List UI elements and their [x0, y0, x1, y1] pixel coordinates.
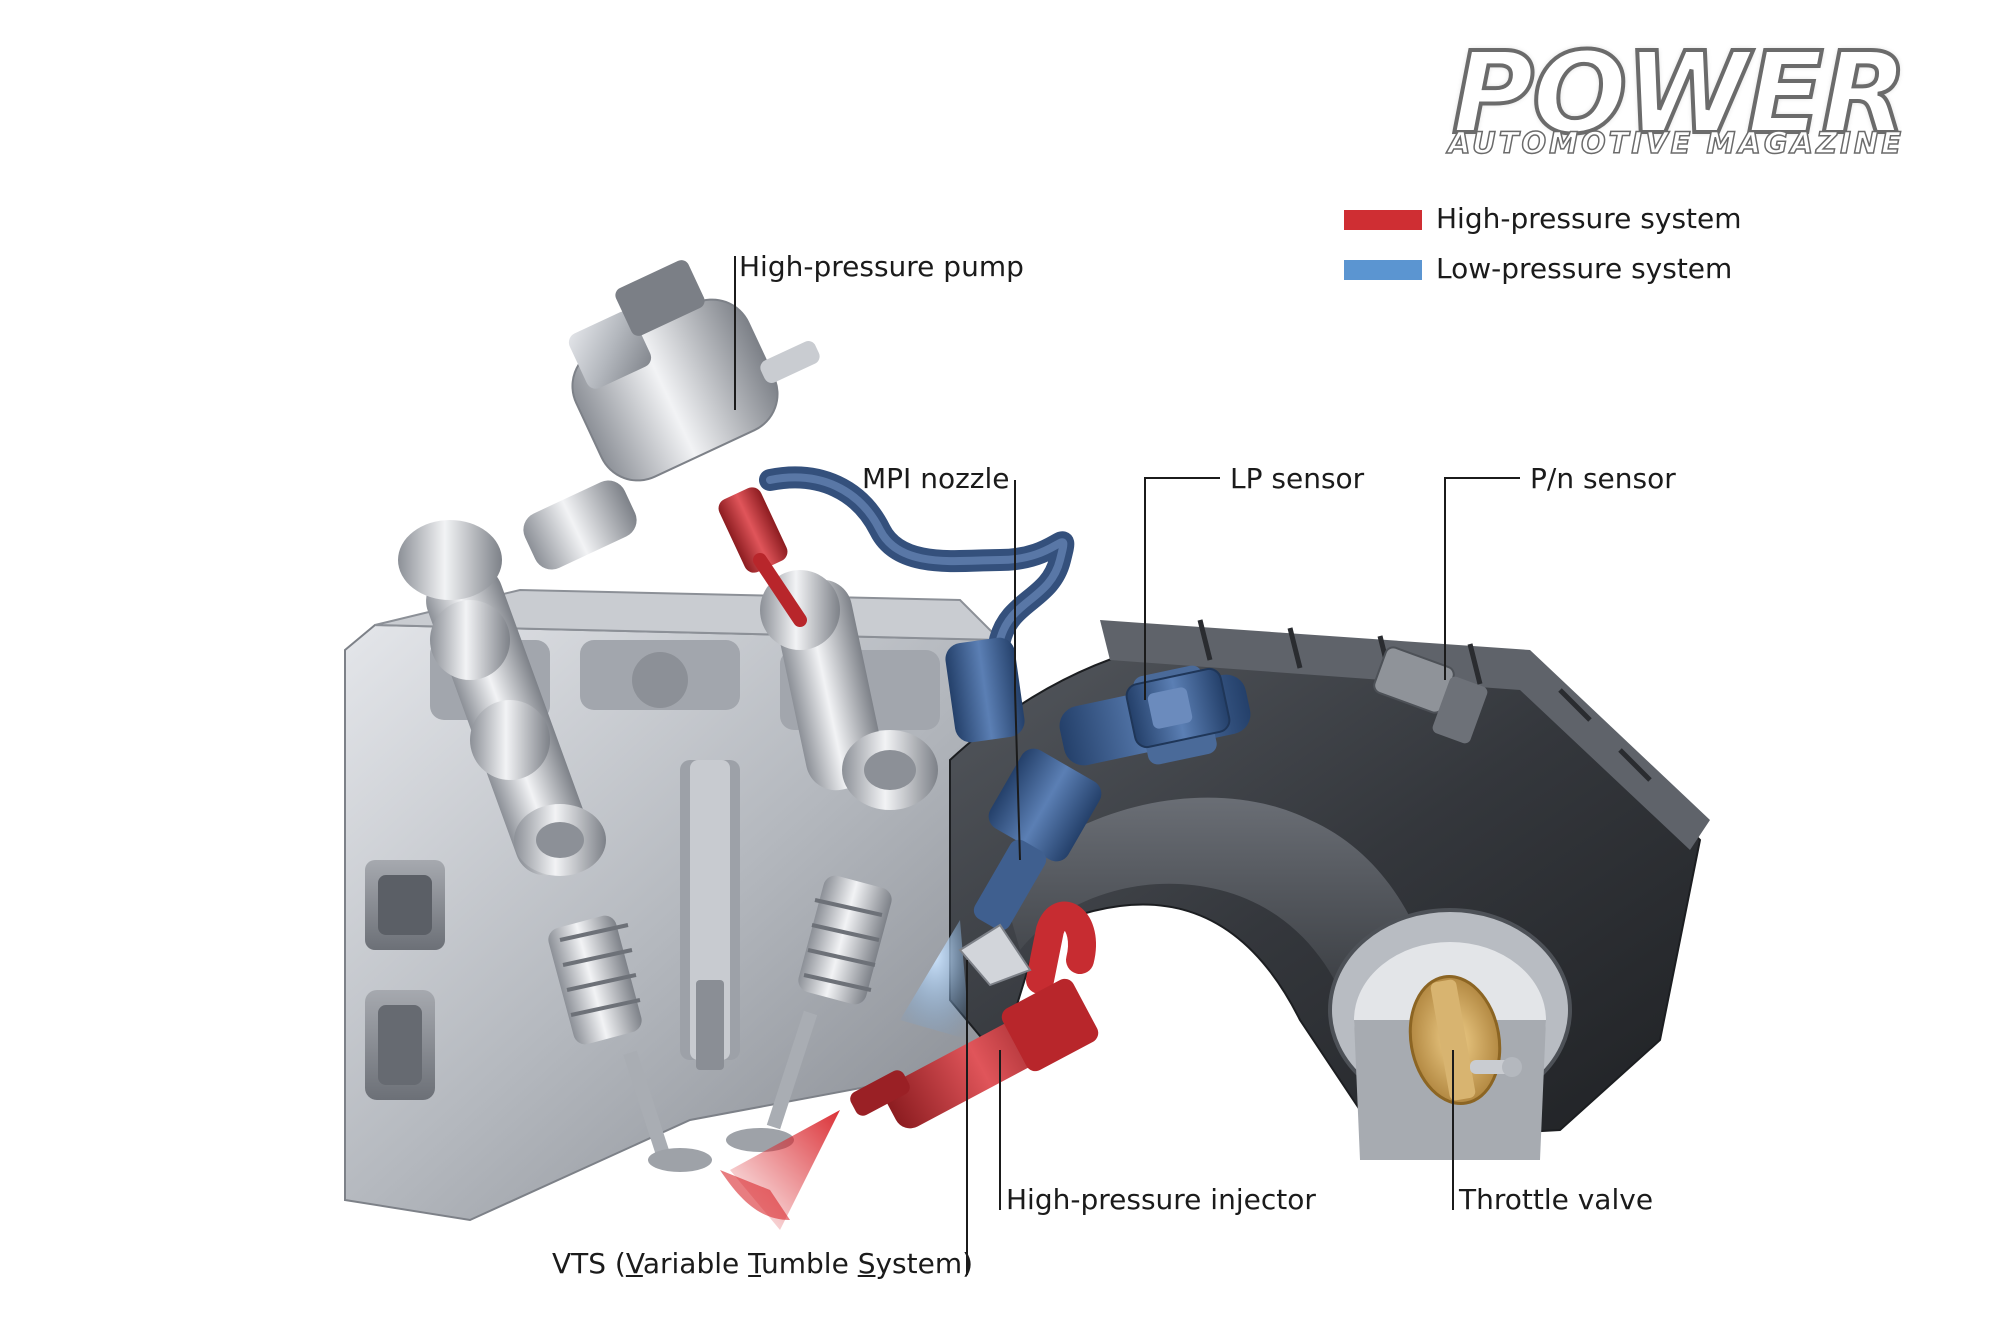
throttle-valve-plate [1408, 975, 1522, 1105]
high-pressure-injector-body [850, 978, 1099, 1129]
brand-logo-tagline: AUTOMOTIVE MAGAZINE [1447, 125, 1905, 161]
brand-logo-word: POWER [1450, 29, 1910, 159]
high-pressure-pump-body [523, 260, 820, 570]
label-vts-part1: VTS ( [552, 1247, 626, 1280]
label-vts: VTS (Variable Tumble System) [552, 1247, 973, 1281]
pn-sensor-body [1373, 646, 1488, 744]
leader-pn-sensor [1444, 477, 1520, 680]
label-vts-part2: ariable [642, 1247, 749, 1280]
leader-mpi-nozzle [1014, 480, 1021, 861]
high-pressure-line [718, 487, 1096, 994]
label-vts-part3: umble [761, 1247, 858, 1280]
exhaust-camshaft [760, 570, 938, 810]
legend-label-low-pressure: Low-pressure system [1436, 252, 1733, 285]
leader-lines [734, 256, 1520, 1275]
leader-lp-sensor [1144, 477, 1220, 700]
label-throttle-valve: Throttle valve [1459, 1183, 1654, 1216]
legend-swatch-high-pressure [1344, 210, 1422, 230]
label-vts-v: V [625, 1247, 643, 1280]
lp-sensor-body [1125, 667, 1231, 749]
label-high-pressure-pump: High-pressure pump [739, 250, 1024, 283]
legend-swatch-low-pressure [1344, 260, 1422, 280]
low-pressure-line [759, 466, 1075, 651]
label-lp-sensor: LP sensor [1230, 462, 1365, 495]
intake-valve-spring [548, 915, 712, 1172]
mpi-spray [900, 920, 970, 1040]
label-pn-sensor: P/n sensor [1530, 462, 1676, 495]
combustion-fuel-mist [720, 1170, 790, 1220]
legend-label-high-pressure: High-pressure system [1436, 202, 1742, 235]
label-vts-t: T [748, 1247, 761, 1280]
intake-camshaft [398, 520, 606, 876]
direct-injection-spray [730, 1110, 840, 1230]
label-mpi-nozzle: MPI nozzle [862, 462, 1010, 495]
label-vts-part4: ystem) [875, 1247, 974, 1280]
intake-manifold [949, 619, 1710, 1160]
label-vts-s: S [857, 1247, 876, 1280]
vts-flap [958, 923, 1032, 987]
label-high-pressure-injector: High-pressure injector [1006, 1183, 1316, 1216]
